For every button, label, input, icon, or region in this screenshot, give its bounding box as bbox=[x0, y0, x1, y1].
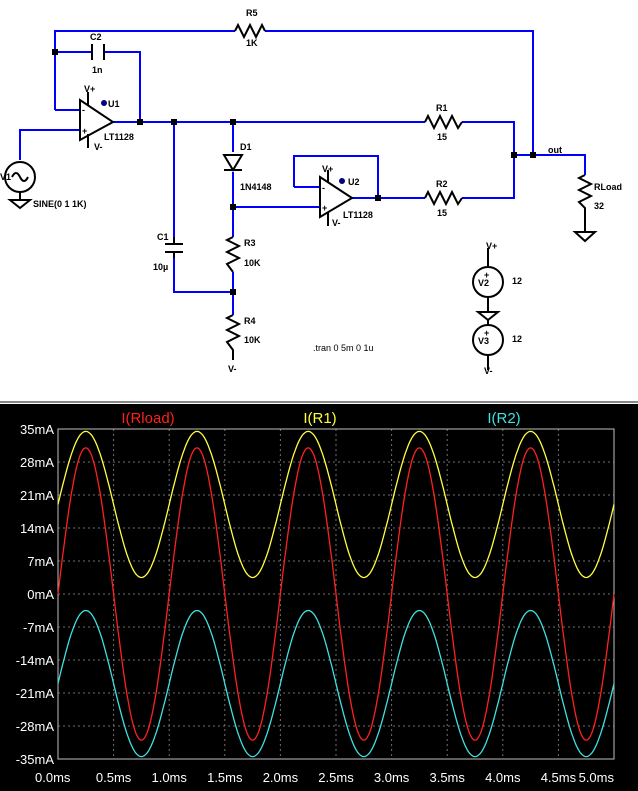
d1-diode[interactable]: D1 1N4148 bbox=[222, 142, 272, 192]
svg-text:U2: U2 bbox=[348, 177, 360, 187]
x-tick-label: 5.0ms bbox=[579, 770, 615, 785]
v3-source[interactable]: + V3 12 V- bbox=[472, 320, 522, 376]
svg-text:RLoad: RLoad bbox=[594, 182, 622, 192]
svg-text:V+: V+ bbox=[322, 164, 333, 174]
rload-resistor[interactable]: RLoad 32 bbox=[572, 174, 622, 243]
svg-text:15: 15 bbox=[437, 208, 447, 218]
svg-text:D1: D1 bbox=[240, 142, 252, 152]
legend-entry: I(Rload) bbox=[121, 410, 174, 427]
series-line-0 bbox=[57, 447, 615, 741]
y-tick-label: -21mA bbox=[16, 686, 55, 701]
svg-text:V-: V- bbox=[228, 364, 237, 374]
svg-text:+: + bbox=[484, 270, 489, 280]
y-tick-label: 21mA bbox=[20, 488, 54, 503]
legend-entry: I(R2) bbox=[487, 410, 520, 427]
svg-text:12: 12 bbox=[512, 276, 522, 286]
svg-text:10K: 10K bbox=[244, 258, 261, 268]
r4-resistor[interactable]: R4 10K V- bbox=[224, 314, 261, 374]
svg-text:V1: V1 bbox=[0, 172, 11, 182]
svg-text:+: + bbox=[484, 328, 489, 338]
y-tick-label: -7mA bbox=[23, 620, 54, 635]
svg-text:SINE(0 1 1K): SINE(0 1 1K) bbox=[33, 199, 87, 209]
plot-traces bbox=[57, 430, 615, 758]
u2-opamp[interactable]: - + V+ V- U2 LT1128 bbox=[319, 164, 373, 228]
svg-text:R2: R2 bbox=[436, 179, 448, 189]
svg-text:-: - bbox=[322, 183, 325, 193]
y-tick-label: 0mA bbox=[27, 587, 54, 602]
svg-text:12: 12 bbox=[512, 334, 522, 344]
net-label-out: out bbox=[548, 145, 562, 155]
svg-text:V2: V2 bbox=[478, 278, 489, 288]
x-tick-label: 0.5ms bbox=[96, 770, 132, 785]
x-tick-label: 0.0ms bbox=[35, 770, 71, 785]
svg-text:V-: V- bbox=[94, 142, 103, 152]
schematic: R5 1K C2 1n - + V+ V- U1 LT1128 V1 V1 SI… bbox=[0, 8, 638, 403]
svg-text:R5: R5 bbox=[246, 8, 258, 18]
x-tick-label: 3.0ms bbox=[374, 770, 410, 785]
y-tick-label: 28mA bbox=[20, 455, 54, 470]
x-tick-label: 3.5ms bbox=[429, 770, 465, 785]
x-tick-label: 1.0ms bbox=[151, 770, 187, 785]
svg-text:R3: R3 bbox=[244, 238, 256, 248]
svg-text:10K: 10K bbox=[244, 335, 261, 345]
y-tick-label: 14mA bbox=[20, 521, 54, 536]
series-line-1 bbox=[57, 430, 615, 579]
svg-text:C2: C2 bbox=[90, 32, 102, 42]
svg-text:V-: V- bbox=[332, 218, 341, 228]
svg-text:-: - bbox=[82, 105, 85, 115]
y-tick-label: -35mA bbox=[16, 752, 55, 767]
svg-text:V3: V3 bbox=[478, 336, 489, 346]
svg-text:10µ: 10µ bbox=[153, 262, 168, 272]
svg-text:V-: V- bbox=[484, 366, 493, 376]
x-tick-label: 4.0ms bbox=[485, 770, 521, 785]
v2-source[interactable]: + V+ V2 12 bbox=[472, 241, 522, 322]
y-tick-label: 35mA bbox=[20, 422, 54, 437]
svg-text:LT1128: LT1128 bbox=[343, 210, 373, 220]
series-line-2 bbox=[57, 609, 615, 758]
x-tick-label: 4.5ms bbox=[541, 770, 577, 785]
svg-text:15: 15 bbox=[437, 132, 447, 142]
svg-text:V+: V+ bbox=[486, 241, 497, 251]
svg-text:V+: V+ bbox=[84, 84, 95, 94]
svg-text:R1: R1 bbox=[436, 103, 448, 113]
c1-capacitor[interactable]: C1 10µ bbox=[153, 232, 183, 272]
y-tick-label: -28mA bbox=[16, 719, 55, 734]
x-axis-ticks: 0.0ms 0.5ms 1.0ms 1.5ms 2.0ms 2.5ms 3.0ms 3.5ms… bbox=[35, 770, 614, 785]
c2-capacitor[interactable]: C2 1n bbox=[90, 32, 105, 75]
x-tick-label: 1.5ms bbox=[207, 770, 243, 785]
x-tick-label: 2.5ms bbox=[318, 770, 354, 785]
junctions bbox=[52, 49, 536, 295]
svg-text:1n: 1n bbox=[92, 65, 103, 75]
spice-directive: .tran 0 5m 0 1u bbox=[313, 343, 374, 353]
legend-entry: I(R1) bbox=[303, 410, 336, 427]
r1-resistor[interactable]: R1 15 bbox=[424, 103, 463, 142]
svg-text:R4: R4 bbox=[244, 316, 256, 326]
v1-source[interactable]: V1 V1 SINE(0 1 1K) bbox=[0, 161, 87, 210]
x-tick-label: 2.0ms bbox=[263, 770, 299, 785]
y-tick-label: -14mA bbox=[16, 653, 55, 668]
svg-text:1K: 1K bbox=[246, 38, 258, 48]
waveform-plot: 35mA 28mA 21mA 14mA 7mA 0mA -7mA -14mA -21mA -28m… bbox=[0, 404, 638, 791]
svg-text:1N4148: 1N4148 bbox=[240, 182, 272, 192]
svg-text:32: 32 bbox=[594, 201, 604, 211]
svg-text:C1: C1 bbox=[157, 232, 169, 242]
svg-text:U1: U1 bbox=[108, 99, 120, 109]
r3-resistor[interactable]: R3 10K bbox=[224, 236, 261, 273]
u1-opamp[interactable]: - + V+ V- U1 LT1128 bbox=[79, 84, 134, 152]
y-axis-ticks: 35mA 28mA 21mA 14mA 7mA 0mA -7mA -14mA -21mA -28m… bbox=[16, 422, 55, 767]
svg-text:LT1128: LT1128 bbox=[104, 132, 134, 142]
r2-resistor[interactable]: R2 15 bbox=[424, 179, 463, 218]
svg-text:+: + bbox=[322, 203, 327, 213]
plot-legend: I(Rload) I(R1) I(R2) bbox=[121, 410, 520, 427]
y-tick-label: 7mA bbox=[27, 554, 54, 569]
svg-text:+: + bbox=[82, 126, 87, 136]
r5-resistor[interactable]: R5 1K bbox=[234, 8, 266, 48]
